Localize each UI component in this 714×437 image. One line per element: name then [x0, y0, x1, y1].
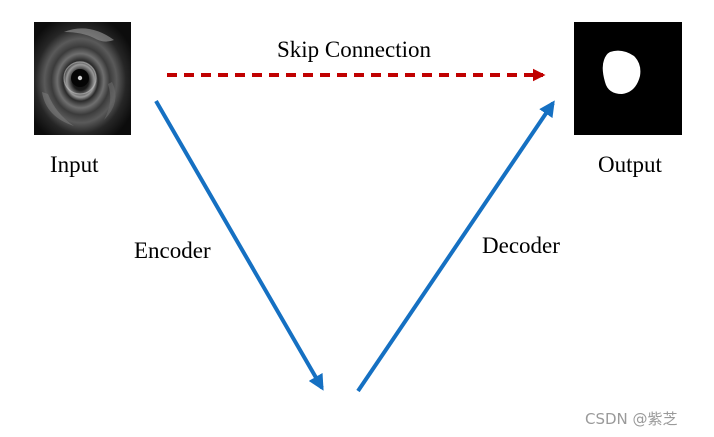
output-label: Output	[598, 152, 662, 177]
watermark: CSDN @紫芝	[585, 410, 678, 428]
input-image	[34, 22, 131, 135]
encoder-label: Encoder	[134, 238, 211, 263]
input-label: Input	[50, 152, 99, 177]
decoder-label: Decoder	[482, 233, 560, 258]
output-mask-image	[574, 22, 682, 135]
decoder-arrow	[356, 100, 555, 393]
skip-connection-label: Skip Connection	[277, 37, 431, 62]
encoder-arrow	[154, 99, 324, 391]
